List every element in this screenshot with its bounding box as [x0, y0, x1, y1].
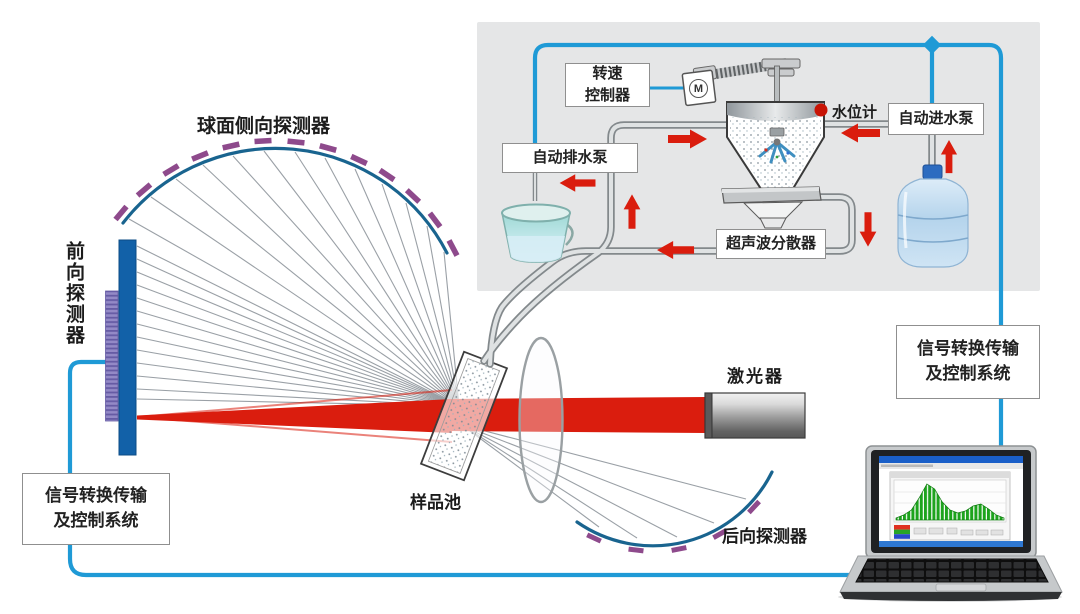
bottle-cap — [922, 164, 943, 180]
forward-detector-array — [105, 290, 119, 422]
speed-controller-line1: 转速 — [592, 65, 623, 83]
signal-system-right-line1: 信号转换传输 — [917, 339, 1019, 359]
stirrer-pulley — [761, 58, 801, 69]
signal-system-left-line1: 信号转换传输 — [45, 486, 147, 506]
forward-detector — [105, 239, 137, 456]
signal-system-right-line2: 及控制系统 — [925, 364, 1011, 383]
focusing-lens — [518, 336, 564, 504]
speed-controller-line2: 控制器 — [584, 87, 630, 104]
auto-inlet-pump-box: 自动进水泵 — [888, 103, 984, 135]
signal-wiring — [67, 35, 1004, 578]
signal-system-box-right: 信号转换传输 及控制系统 — [896, 325, 1040, 399]
water-tubes — [480, 120, 936, 368]
flow-arrow-right — [668, 129, 707, 149]
spherical-side-detector-arc — [113, 137, 460, 257]
legend-green — [894, 529, 910, 535]
screen-titlebar — [879, 456, 1023, 463]
side-detector-label: 球面侧向探测器 — [197, 116, 331, 137]
speed-controller-box: 转速 控制器 — [565, 63, 650, 107]
flow-arrow-left — [657, 240, 695, 260]
water-bottle — [897, 164, 969, 268]
signal-system-left-line2: 及控制系统 — [53, 511, 139, 530]
laptop-keyboard — [855, 558, 1049, 583]
forward-detector-label: 前向探测器 — [63, 241, 84, 346]
laser-label: 激光器 — [727, 367, 784, 386]
laptop-trackpad — [935, 583, 987, 592]
flow-arrow-up — [940, 140, 958, 174]
motor-mark: M — [689, 79, 708, 98]
window-buttons — [913, 527, 1004, 536]
forward-detector-board — [118, 239, 137, 456]
signal-system-box-left: 信号转换传输 及控制系统 — [22, 473, 170, 545]
water-level-sensor-dot — [814, 103, 828, 117]
flow-arrow-up — [623, 194, 641, 229]
laptop — [838, 445, 1063, 602]
flow-arrow-down — [859, 212, 877, 247]
flow-arrow-left — [559, 174, 596, 192]
ultrasonic-disperser-box: 超声波分散器 — [716, 229, 826, 259]
water-level-gauge-label: 水位计 — [832, 104, 878, 121]
impeller — [758, 140, 796, 164]
laser-beam — [136, 389, 705, 443]
auto-drain-pump-box: 自动排水泵 — [502, 143, 638, 173]
backward-detector-arc — [575, 470, 774, 554]
scattered-rays — [128, 150, 747, 539]
laser-source — [704, 392, 806, 439]
drain-bucket — [501, 203, 574, 263]
screen-statusbar — [879, 541, 1023, 547]
legend-red — [894, 525, 910, 530]
sample-cell-label: 样品池 — [410, 493, 461, 512]
legend-blue — [894, 534, 910, 539]
wire-junction-dot — [922, 35, 942, 55]
back-detector-label: 后向探测器 — [722, 527, 807, 546]
dispersion-tank — [681, 58, 828, 229]
disperser-funnel — [742, 201, 804, 220]
